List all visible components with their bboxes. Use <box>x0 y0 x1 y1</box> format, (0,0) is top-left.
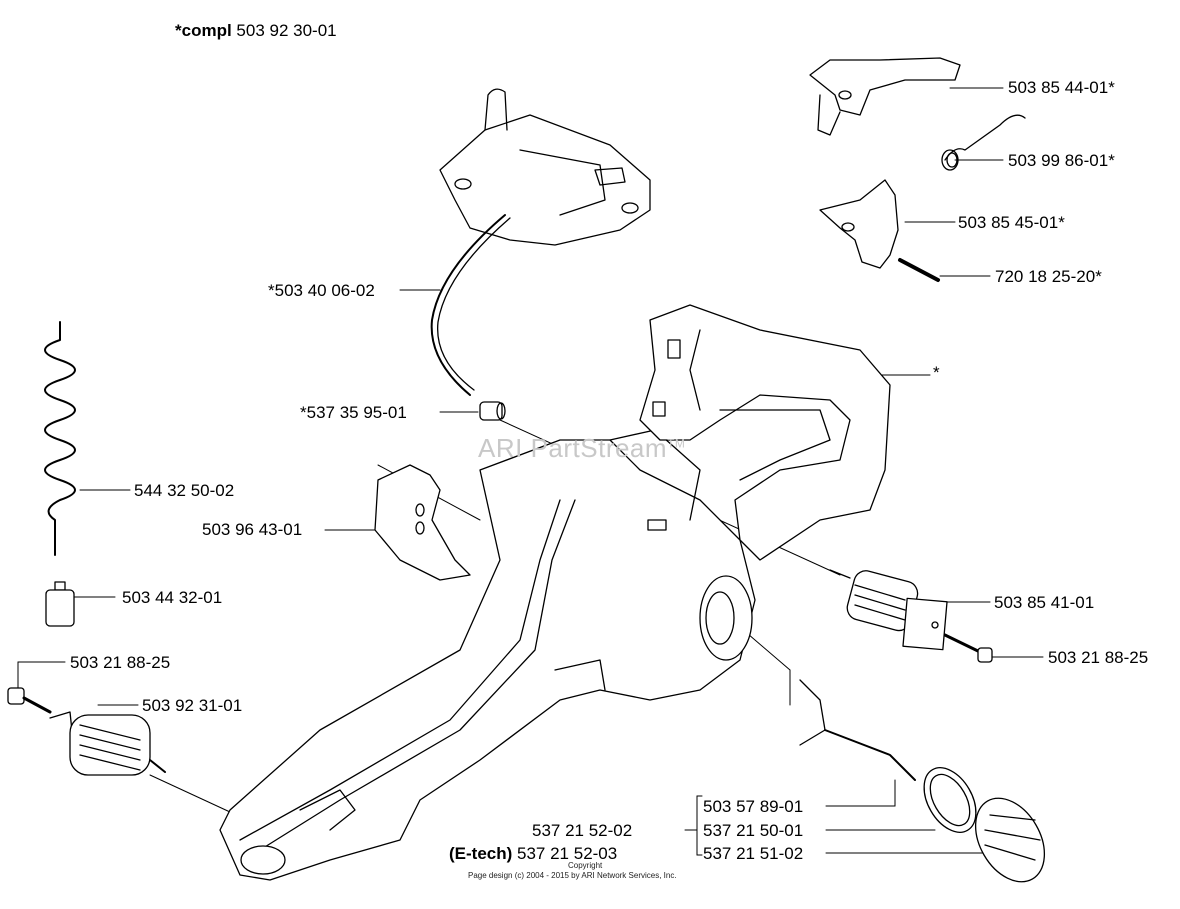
screw-left[interactable] <box>7 687 52 714</box>
part-label-cap-compl[interactable]: 537 21 52-02 <box>532 821 633 840</box>
part-label-etech[interactable]: (E-tech) 537 21 52-03 <box>449 845 617 862</box>
part-label-handle-bracket[interactable]: 503 85 44-01* <box>1008 78 1115 97</box>
header-number: 503 92 30-01 <box>236 21 337 40</box>
etech-prefix: (E-tech) <box>449 844 513 863</box>
spring-small[interactable] <box>941 114 1026 171</box>
fuel-hose[interactable] <box>430 214 511 396</box>
part-label-throttle-trigger[interactable]: 503 85 45-01* <box>958 213 1065 232</box>
rear-handle[interactable] <box>639 304 891 561</box>
av-element-left[interactable] <box>49 711 166 776</box>
pin[interactable] <box>898 258 940 282</box>
cap-seal[interactable] <box>913 759 986 842</box>
cover-bracket[interactable] <box>439 88 651 246</box>
throttle-trigger[interactable] <box>819 179 899 269</box>
part-label-cap-seal[interactable]: 537 21 50-01 <box>703 821 804 840</box>
part-label-screw-right[interactable]: 503 21 88-25 <box>1048 648 1149 667</box>
part-label-tank-cap[interactable]: 537 21 51-02 <box>703 844 804 863</box>
fuel-filter[interactable] <box>45 581 75 627</box>
copyright-label: Copyright <box>568 861 603 870</box>
part-label-handle[interactable]: * <box>933 363 940 382</box>
watermark: ARI PartStreamTM <box>478 433 686 463</box>
tank-cap[interactable] <box>962 786 1059 894</box>
part-label-pin[interactable]: 720 18 25-20* <box>995 267 1102 286</box>
part-label-grommet[interactable]: *537 35 95-01 <box>300 403 407 422</box>
fuel-pipe-coil[interactable] <box>44 321 76 556</box>
part-label-chain-catcher[interactable]: 503 96 43-01 <box>202 520 303 539</box>
part-label-spring-small[interactable]: 503 99 86-01* <box>1008 151 1115 170</box>
chain-catcher[interactable] <box>374 464 471 581</box>
strap-tether[interactable] <box>799 679 916 781</box>
part-label-av-element-right[interactable]: 503 85 41-01 <box>994 593 1095 612</box>
av-element-right[interactable] <box>829 568 948 651</box>
part-label-fuel-filter[interactable]: 503 44 32-01 <box>122 588 223 607</box>
screw-right[interactable] <box>943 633 993 663</box>
header-label: *compl 503 92 30-01 <box>175 22 337 39</box>
tank-housing[interactable] <box>219 429 756 881</box>
grommet[interactable] <box>479 401 506 421</box>
credit-label: Page design (c) 2004 - 2015 by ARI Netwo… <box>468 871 677 880</box>
handle-bracket[interactable] <box>809 57 961 136</box>
part-label-strap-tether[interactable]: 503 57 89-01 <box>703 797 804 816</box>
part-label-fuel-pipe-coil[interactable]: 544 32 50-02 <box>134 481 235 500</box>
part-label-fuel-hose[interactable]: *503 40 06-02 <box>268 281 375 300</box>
header-prefix: *compl <box>175 21 232 40</box>
part-label-screw-left[interactable]: 503 21 88-25 <box>70 653 171 672</box>
part-label-av-element-left[interactable]: 503 92 31-01 <box>142 696 243 715</box>
etech-number: 537 21 52-03 <box>517 844 618 863</box>
